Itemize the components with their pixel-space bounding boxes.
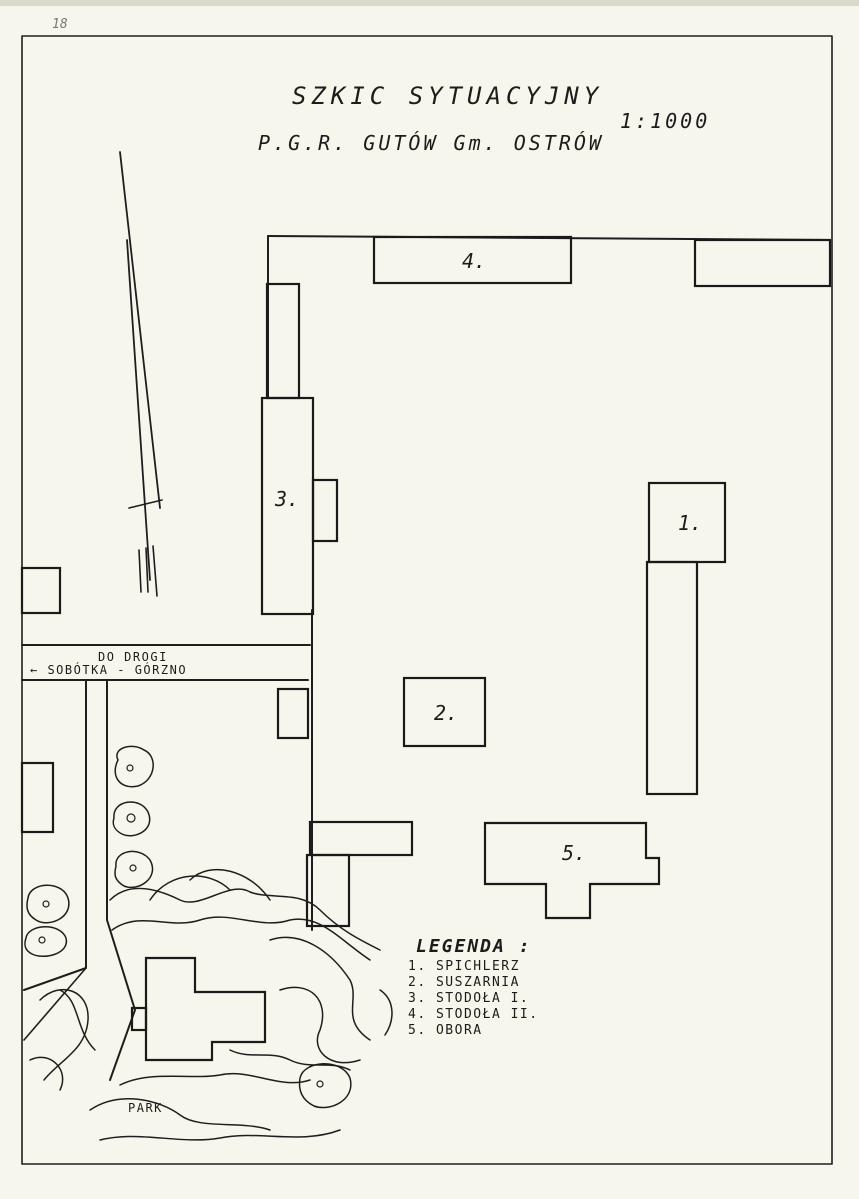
building-2-label: 2. bbox=[434, 701, 458, 725]
manor-porch bbox=[130, 1006, 148, 1032]
legend-title: LEGENDA : bbox=[416, 936, 532, 957]
lane-east-edge bbox=[106, 679, 136, 1081]
legend-item-1: 1. SPICHLERZ bbox=[408, 959, 520, 974]
railway-line-a bbox=[119, 151, 161, 509]
page-number: 18 bbox=[52, 17, 68, 32]
map-scale: 1:1000 bbox=[620, 109, 710, 133]
building-1-label: 1. bbox=[678, 511, 702, 535]
building-top-right bbox=[693, 238, 832, 288]
building-left-small bbox=[20, 566, 62, 615]
manor-house bbox=[144, 956, 267, 1062]
legend-item-5: 5. OBORA bbox=[408, 1023, 483, 1038]
park-label: PARK bbox=[128, 1101, 163, 1115]
railway-tick-3 bbox=[152, 545, 158, 597]
building-5 bbox=[483, 821, 661, 920]
building-5-label: 5. bbox=[562, 841, 586, 865]
legend: LEGENDA : 1. SPICHLERZ 2. SUSZARNIA 3. S… bbox=[408, 936, 539, 1038]
building-4 bbox=[372, 235, 573, 285]
building-2 bbox=[402, 676, 487, 748]
railway-tick-1 bbox=[138, 549, 142, 593]
building-3-label: 3. bbox=[274, 487, 299, 511]
railway-line-b bbox=[126, 239, 151, 581]
park-bushes bbox=[29, 868, 393, 1141]
building-gate bbox=[276, 687, 310, 740]
lane-branch bbox=[23, 967, 87, 1041]
legend-item-4: 4. STODOŁA II. bbox=[408, 1007, 539, 1022]
building-3-porch bbox=[311, 478, 339, 543]
map-title: SZKIC SYTUACYJNY bbox=[292, 82, 603, 110]
legend-item-2: 2. SUSZARNIA bbox=[408, 975, 520, 990]
building-4-label: 4. bbox=[462, 249, 486, 273]
building-south-b bbox=[305, 853, 351, 928]
railway-tick-2 bbox=[145, 547, 149, 593]
park-trees bbox=[24, 745, 352, 1109]
road-label-line2: ← SOBÓTKA - GÓRZNO bbox=[30, 662, 187, 677]
road-label-line1: DO DROGI bbox=[98, 650, 168, 664]
building-1 bbox=[645, 560, 699, 796]
legend-item-3: 3. STODOŁA I. bbox=[408, 991, 529, 1006]
railway-mark bbox=[128, 499, 163, 509]
building-west-lane bbox=[20, 761, 55, 834]
building-south-a bbox=[308, 820, 414, 857]
map-subtitle: P.G.R. GUTÓW Gm. OSTRÓW bbox=[258, 131, 604, 155]
